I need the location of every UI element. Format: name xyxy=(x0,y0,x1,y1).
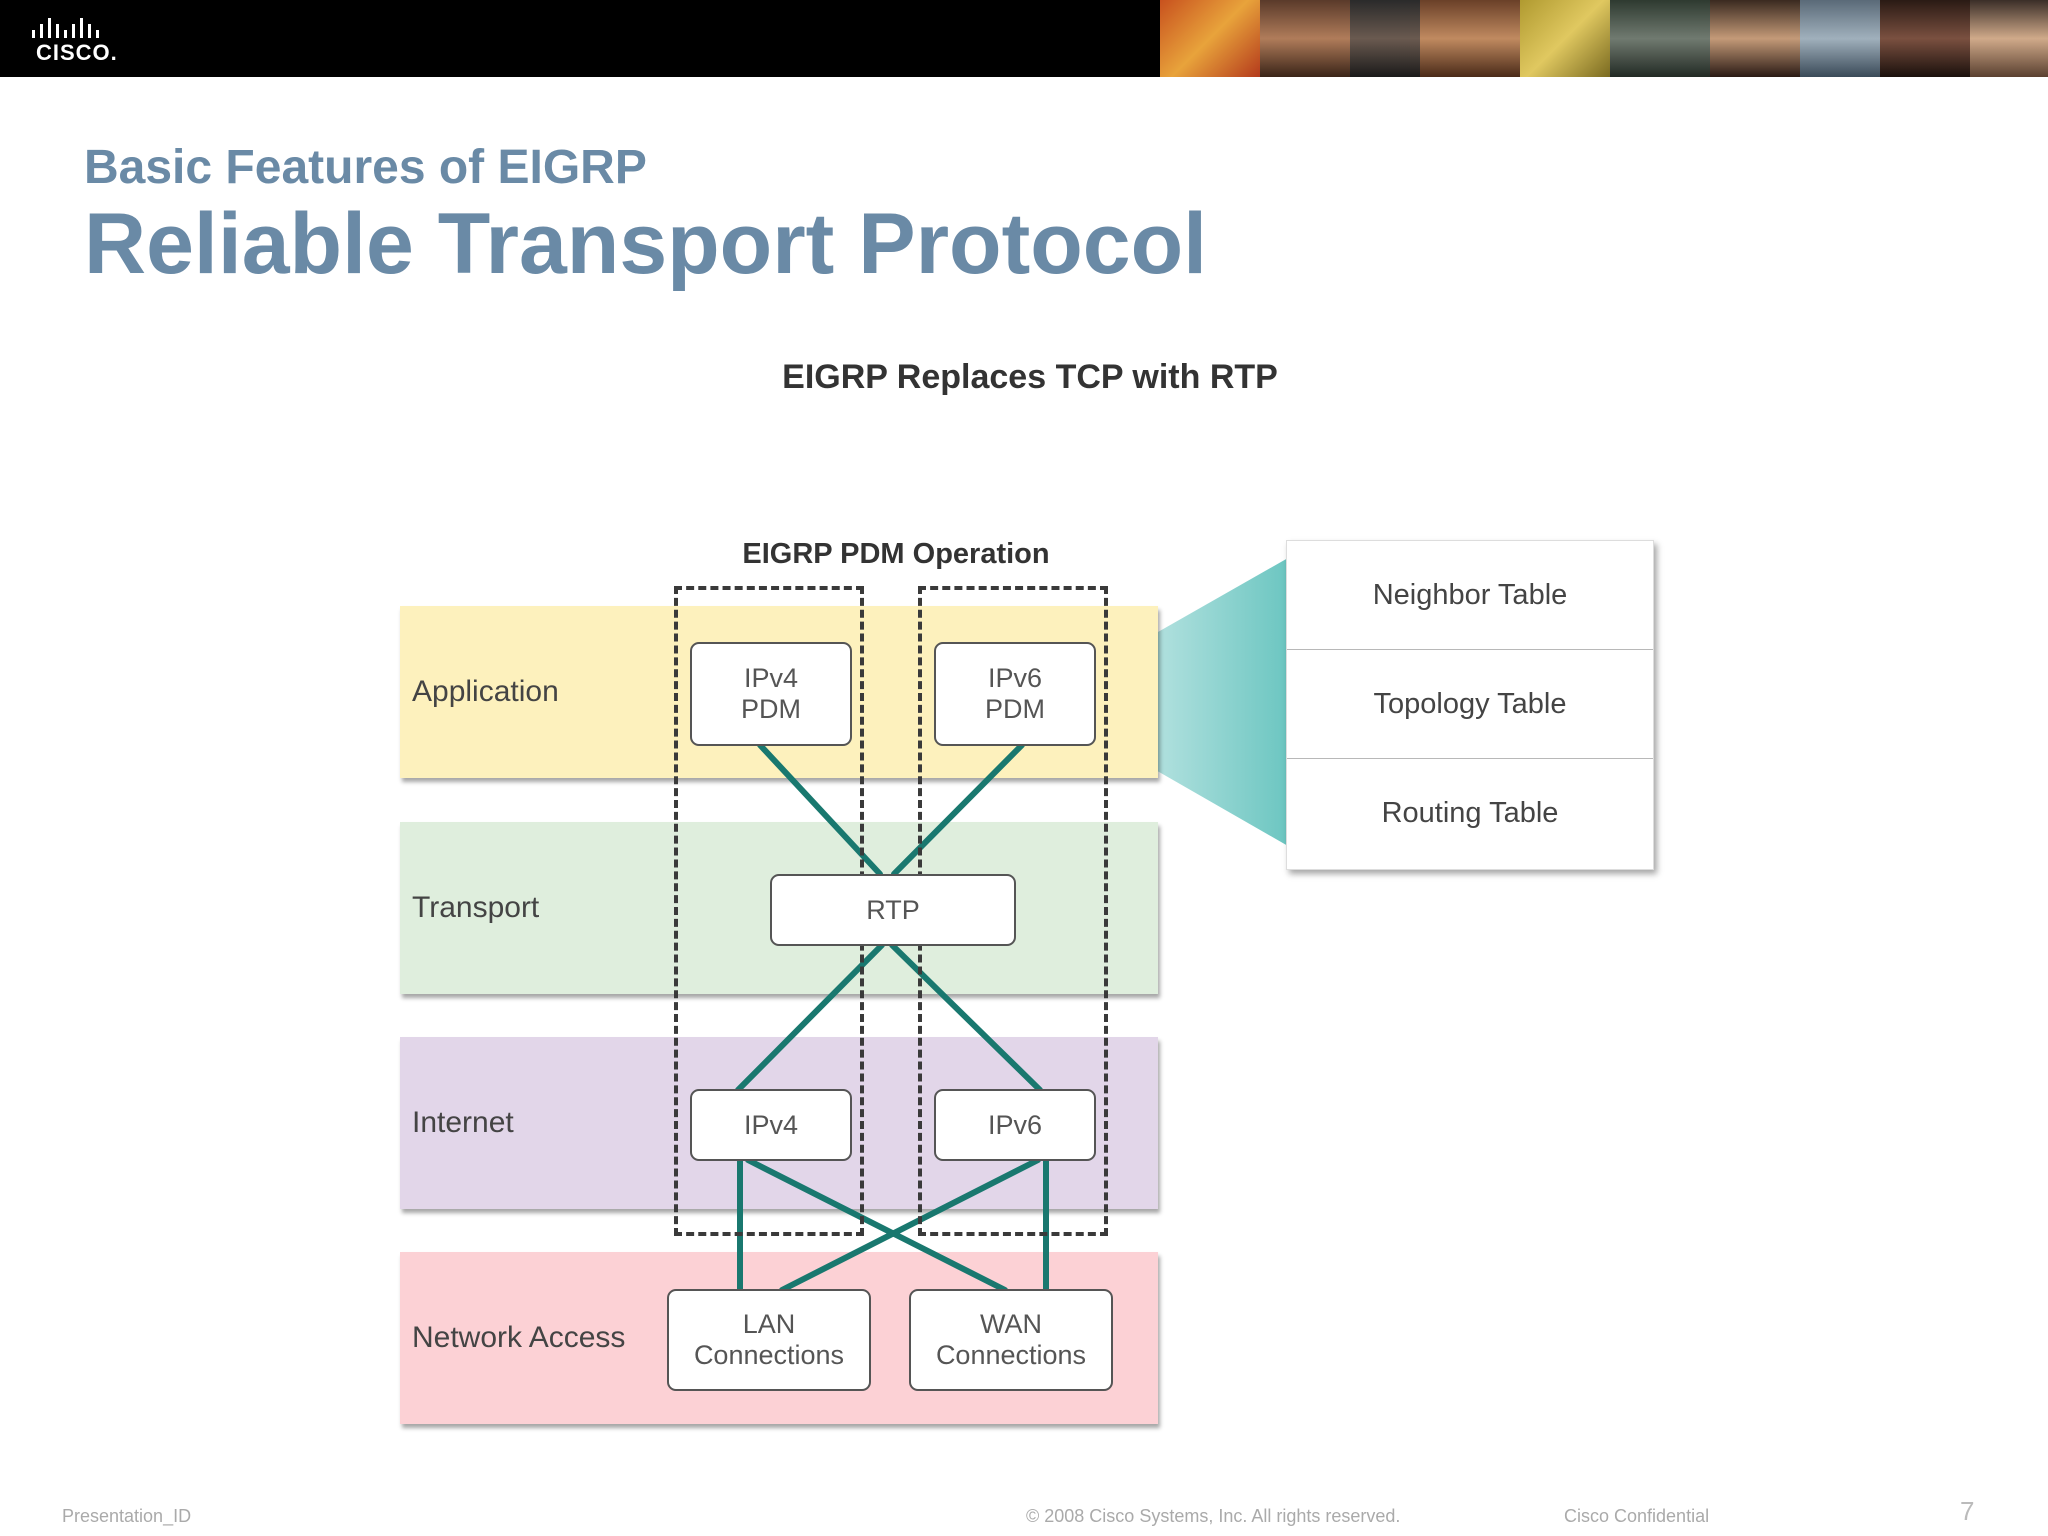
header-photo xyxy=(1260,0,1350,77)
header-photo xyxy=(1350,0,1420,77)
footer-confidential: Cisco Confidential xyxy=(1564,1506,1710,1526)
header-photo xyxy=(1610,0,1710,77)
slide-title: Reliable Transport Protocol xyxy=(84,196,1207,292)
header-photo xyxy=(1970,0,2048,77)
header-photo xyxy=(1160,0,1260,77)
topology-table-row: Topology Table xyxy=(1287,649,1653,758)
slide-subtitle: Basic Features of EIGRP xyxy=(84,141,647,194)
layer-label-transport: Transport xyxy=(412,891,540,924)
header-bar: CISCO. xyxy=(0,0,2048,77)
footer-presentation-id: Presentation_ID xyxy=(62,1506,192,1526)
cisco-bars-icon xyxy=(32,18,99,38)
header-photo xyxy=(1880,0,1970,77)
routing-table-row: Routing Table xyxy=(1287,758,1653,867)
layer-label-application: Application xyxy=(412,675,559,708)
ipv4-box: IPv4 xyxy=(690,1089,852,1161)
ipv6-box: IPv6 xyxy=(934,1089,1096,1161)
header-photo xyxy=(1420,0,1520,77)
header-photo xyxy=(1800,0,1880,77)
header-photo xyxy=(1710,0,1800,77)
header-photo-strip xyxy=(1160,0,2048,77)
cisco-logo: CISCO. xyxy=(28,14,128,65)
wan-connections-box: WAN Connections xyxy=(909,1289,1113,1391)
pdm-operation-label: EIGRP PDM Operation xyxy=(742,538,1050,570)
rtp-box: RTP xyxy=(770,874,1016,946)
diagram-title: EIGRP Replaces TCP with RTP xyxy=(782,358,1278,396)
footer-copyright: © 2008 Cisco Systems, Inc. All rights re… xyxy=(1026,1506,1401,1526)
layer-label-internet: Internet xyxy=(412,1106,514,1139)
neighbor-table-row: Neighbor Table xyxy=(1372,579,1568,611)
page-number: 7 xyxy=(1960,1496,1975,1526)
cisco-logo-text: CISCO. xyxy=(36,40,118,65)
eigrp-tables-panel: Neighbor Table Topology Table Routing Ta… xyxy=(1286,540,1654,870)
lan-connections-box: LAN Connections xyxy=(667,1289,871,1391)
header-photo xyxy=(1520,0,1610,77)
layer-label-network-access: Network Access xyxy=(412,1321,626,1354)
ipv4-pdm-box: IPv4 PDM xyxy=(690,642,852,746)
ipv6-pdm-box: IPv6 PDM xyxy=(934,642,1096,746)
